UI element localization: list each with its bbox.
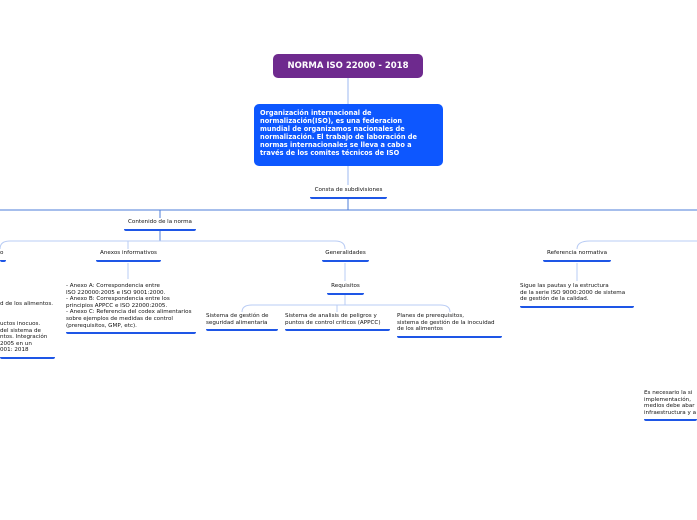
main-topic-node[interactable]: Organización internacional de normalizac… [254, 104, 443, 166]
contenido-node[interactable]: Contenido de la norma [124, 219, 196, 231]
requisito-prerequisitos-node[interactable]: Planes de prerequisitos, sistema de gest… [397, 313, 502, 338]
left-clipped-node[interactable]: o [0, 250, 6, 262]
root-node[interactable]: NORMA ISO 22000 - 2018 [273, 54, 423, 78]
anexos-detail-node[interactable]: - Anexo A: Correspondencia entre ISO 220… [66, 283, 196, 335]
right-clipped-node[interactable]: Es necesario la si implementación, medio… [644, 390, 697, 422]
requisito-gestion-node[interactable]: Sistema de gestión de seguridad alimenta… [206, 313, 278, 332]
anexos-node[interactable]: Anexos informativos [96, 250, 161, 262]
referencia-detail-node[interactable]: Sigue las pautas y la estructura de la s… [520, 283, 634, 308]
requisitos-node[interactable]: Requisitos [327, 283, 364, 295]
subdivisions-node[interactable]: Consta de subdivisiones [310, 187, 387, 199]
referencia-node[interactable]: Referencia normativa [543, 250, 611, 262]
left-clipped-text-b[interactable]: uctos inocuos. del sistema de ntos. Inte… [0, 321, 55, 359]
requisito-appcc-node[interactable]: Sistema de analisis de peligros y puntos… [285, 313, 390, 332]
generalidades-node[interactable]: Generalidades [322, 250, 369, 262]
left-clipped-text-a[interactable]: d de los alimentos. [0, 301, 54, 307]
